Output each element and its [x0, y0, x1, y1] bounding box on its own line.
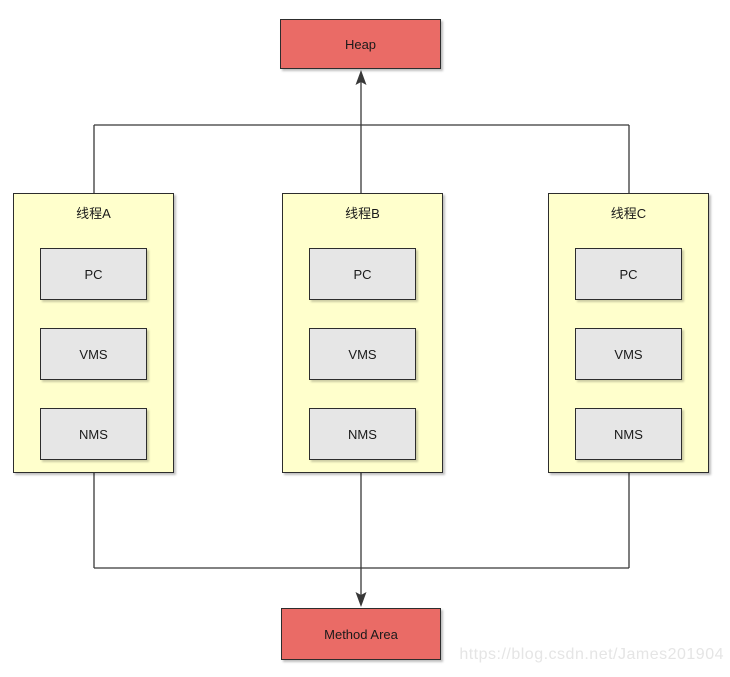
- method-area-node: Method Area: [281, 608, 441, 660]
- thread-b-vms-box: VMS: [309, 328, 416, 380]
- thread-b-nms-box: NMS: [309, 408, 416, 460]
- thread-a-title: 线程A: [76, 206, 111, 221]
- thread-a-node: 线程A PC VMS NMS: [13, 193, 174, 473]
- thread-c-nms-box: NMS: [575, 408, 682, 460]
- heap-node: Heap: [280, 19, 441, 69]
- thread-a-nms-box: NMS: [40, 408, 147, 460]
- arrow-down-icon: [355, 592, 367, 607]
- thread-b-pc-box: PC: [309, 248, 416, 300]
- thread-a-vms-box: VMS: [40, 328, 147, 380]
- thread-c-vms-box: VMS: [575, 328, 682, 380]
- thread-c-pc-box: PC: [575, 248, 682, 300]
- thread-b-node: 线程B PC VMS NMS: [282, 193, 443, 473]
- thread-b-title: 线程B: [345, 206, 380, 221]
- thread-c-node: 线程C PC VMS NMS: [548, 193, 709, 473]
- arrow-up-icon: [355, 70, 367, 85]
- thread-c-title: 线程C: [610, 206, 647, 221]
- watermark-text: https://blog.csdn.net/James201904: [459, 646, 724, 663]
- thread-a-pc-box: PC: [40, 248, 147, 300]
